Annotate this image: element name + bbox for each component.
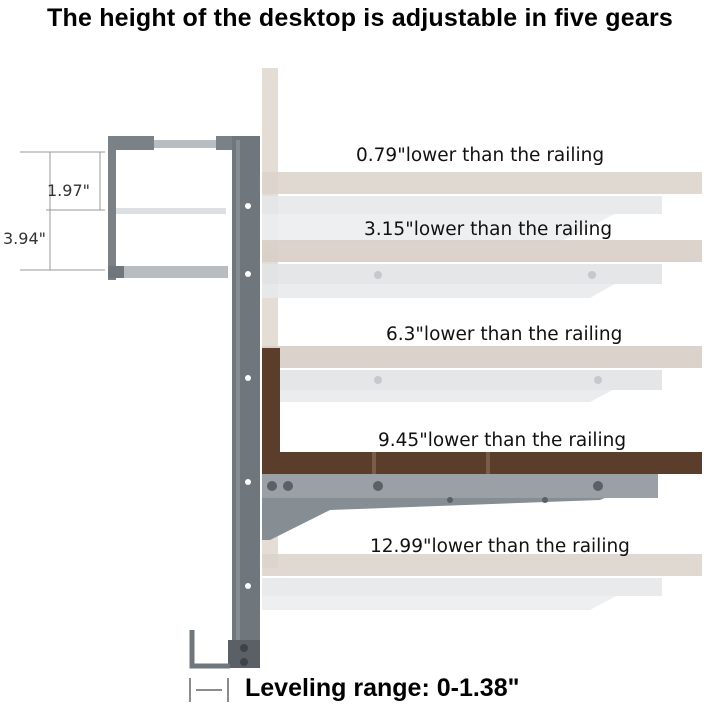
gear-label-1: 0.79"lower than the railing [356,145,605,166]
gear-5-shelf [262,554,702,610]
leveling-range-label: Leveling range: 0-1.38" [245,674,520,702]
gear-2-shelf [262,240,702,298]
gear-label-2: 3.15"lower than the railing [364,219,613,240]
vertical-frame [189,136,260,669]
dimension-label-small: 1.97" [47,181,90,200]
railing-clamp [108,136,234,280]
gear-3-shelf [262,346,702,402]
gear-4-shelf-active [262,348,702,540]
gear-label-3: 6.3"lower than the railing [386,324,623,345]
gear-1-shelf [262,172,702,242]
dimension-label-large: 3.94" [3,229,46,248]
gear-label-5: 12.99"lower than the railing [370,536,630,557]
leveling-marker [189,678,229,702]
dimension-lines [20,151,105,271]
gear-label-4: 9.45"lower than the railing [378,430,627,451]
diagram-title: The height of the desktop is adjustable … [47,4,673,32]
